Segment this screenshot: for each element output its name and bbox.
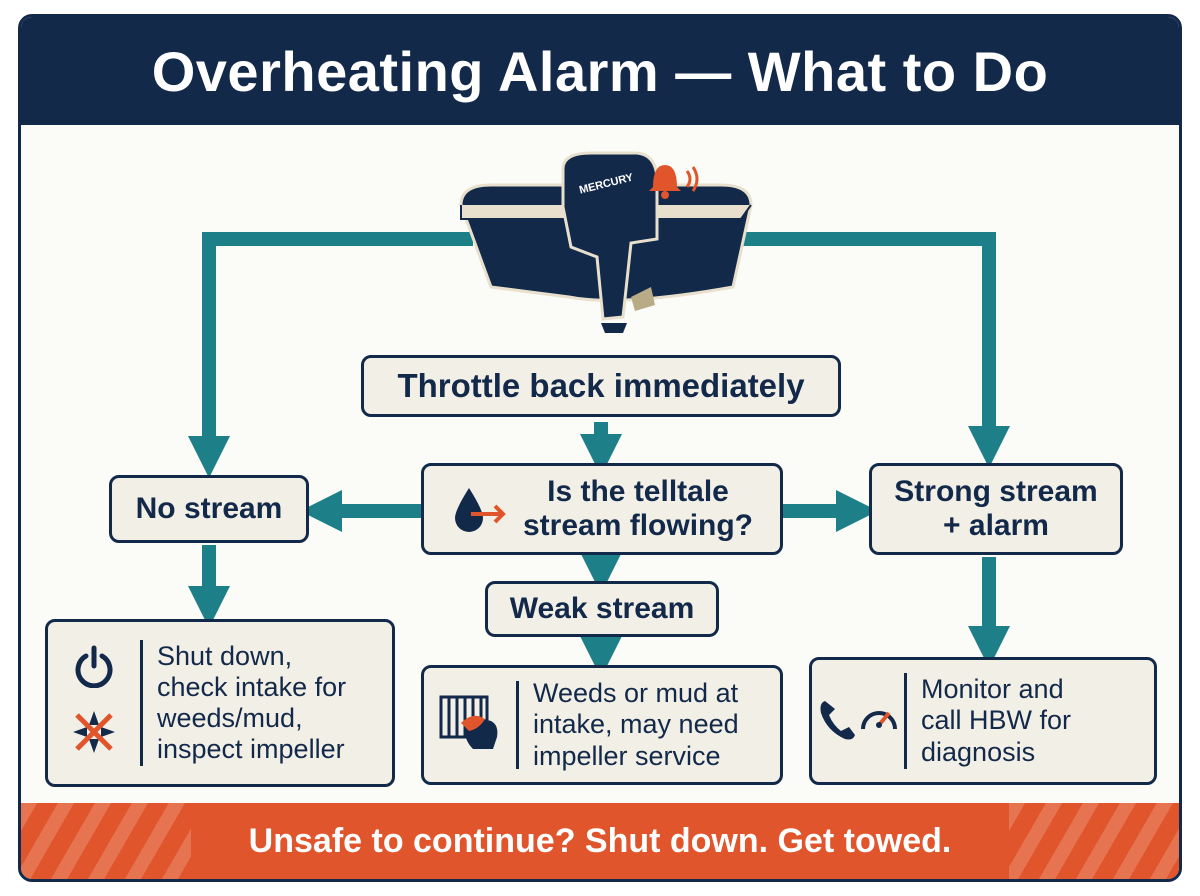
footer-warning-banner: Unsafe to continue? Shut down. Get towed… — [21, 803, 1179, 879]
hazard-stripes-left — [21, 803, 191, 879]
action-strong-stream-text: Monitor and call HBW for diagnosis — [921, 674, 1072, 767]
gauge-icon — [859, 695, 899, 748]
divider — [904, 673, 907, 769]
phone-icon — [817, 695, 857, 748]
action-weak-stream: Weeds or mud at intake, may need impelle… — [421, 665, 783, 785]
page-title: Overheating Alarm — What to Do — [21, 17, 1179, 125]
branch-strong-stream-label: Strong stream + alarm — [894, 474, 1098, 543]
branch-no-stream: No stream — [109, 475, 309, 543]
step-throttle-back: Throttle back immediately — [361, 355, 841, 417]
boat-engine-illustration: MERCURY — [459, 151, 753, 333]
hazard-stripes-right — [1009, 803, 1179, 879]
grate-icon — [439, 695, 501, 756]
blocked-intake-icon — [69, 707, 119, 762]
water-drop-icon — [451, 484, 509, 534]
arrow-boat-to-strong-stream — [733, 232, 1010, 468]
infographic-frame: Overheating Alarm — What to Do MERCURY — [18, 14, 1182, 882]
branch-no-stream-label: No stream — [135, 491, 283, 525]
branch-weak-stream: Weak stream — [485, 581, 719, 637]
power-icon — [72, 644, 116, 693]
bell-icon — [649, 165, 699, 199]
action-strong-stream: Monitor and call HBW for diagnosis — [809, 657, 1157, 785]
action-no-stream-text: Shut down, check intake for weeds/mud, i… — [157, 640, 347, 765]
divider — [140, 639, 143, 767]
action-no-stream: Shut down, check intake for weeds/mud, i… — [45, 619, 395, 787]
branch-strong-stream: Strong stream + alarm — [869, 463, 1123, 555]
hand-icon — [461, 715, 498, 749]
arrow-boat-to-no-stream — [188, 232, 473, 478]
step-throttle-label: Throttle back immediately — [397, 367, 805, 404]
decision-question-label: Is the telltale stream flowing? — [522, 474, 754, 543]
divider — [516, 680, 519, 770]
decision-telltale-stream: Is the telltale stream flowing? — [421, 463, 783, 555]
branch-weak-stream-label: Weak stream — [509, 591, 695, 625]
footer-warning-text: Unsafe to continue? Shut down. Get towed… — [248, 821, 952, 860]
action-weak-stream-text: Weeds or mud at intake, may need impelle… — [533, 678, 739, 771]
